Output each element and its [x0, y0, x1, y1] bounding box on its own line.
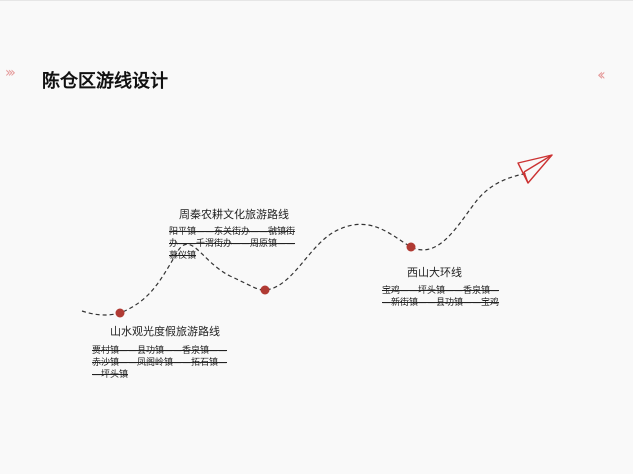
page-title: 陈仓区游线设计 [42, 71, 168, 92]
chevrons-right-icon: ››› [5, 65, 16, 81]
route-detail-shanshui: 贾村镇——县功镇——香泉镇—— 赤沙镇——凤阁岭镇——拓石镇— —坪头镇 [92, 345, 227, 381]
route-detail-line: 赤沙镇——凤阁岭镇——拓石镇— [92, 358, 228, 368]
route-detail-line: 慕仪镇 [169, 251, 197, 261]
route-detail-xishan: 宝鸡——坪头镇——香泉镇— —新街镇——县功镇——宝鸡 [382, 285, 499, 309]
route-name-zhouqin: 周秦农耕文化旅游路线 [179, 208, 289, 221]
dashed-route-path [81, 172, 529, 316]
route-detail-line: 宝鸡——坪头镇——香泉镇— [382, 286, 500, 296]
route-detail-line: —坪头镇 [92, 370, 129, 380]
route-node-xishan [406, 242, 416, 252]
route-detail-line: —新街镇——县功镇——宝鸡 [382, 298, 500, 308]
route-detail-zhouqin: 阳平镇——东关街办——虢镇街 办——千渭街办——周原镇—— 慕仪镇 [169, 226, 295, 262]
route-detail-line: 阳平镇——东关街办——虢镇街 [169, 227, 296, 237]
route-node-shanshui [115, 308, 125, 318]
route-node-zhouqin [260, 285, 270, 295]
route-detail-line: 贾村镇——县功镇——香泉镇—— [92, 346, 228, 356]
route-detail-line: 办——千渭街办——周原镇—— [169, 239, 296, 249]
paper-plane-icon [517, 154, 553, 184]
route-name-xishan: 西山大环线 [407, 266, 462, 279]
chevrons-left-icon: ‹‹ [597, 65, 606, 84]
route-name-shanshui: 山水观光度假旅游路线 [110, 325, 220, 338]
